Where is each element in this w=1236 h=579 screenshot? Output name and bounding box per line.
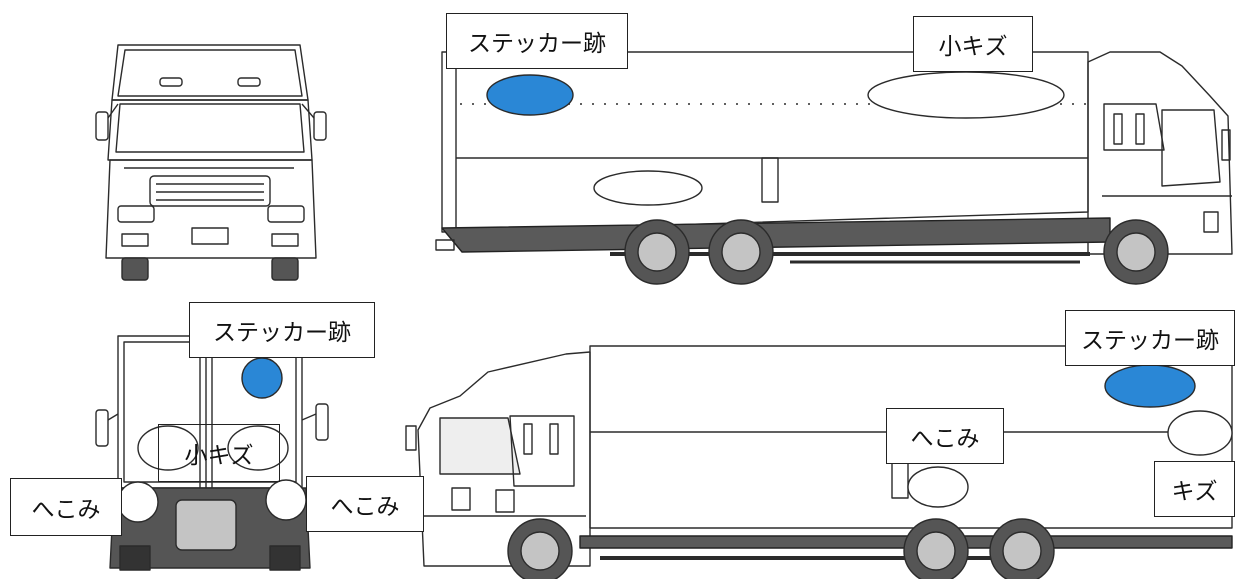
sticker-mark-rear (241, 357, 283, 399)
label-scratch-right-side: 小キズ (913, 16, 1033, 72)
label-dent-left-side: へこみ (886, 408, 1004, 464)
truck-right-side-view (435, 51, 1233, 285)
label-scratch-left-side: キズ (1154, 461, 1235, 517)
dent-mark-rear-right (265, 479, 307, 521)
dent-mark-left-side (907, 466, 969, 508)
label-sticker-rear: ステッカー跡 (189, 302, 375, 358)
label-dent-rear-left: へこみ (10, 478, 122, 536)
scratch-mark-right-lower (593, 170, 703, 206)
dent-mark-rear-left (117, 481, 159, 523)
sticker-mark-right-side (486, 74, 574, 116)
scratch-mark-left-side (1167, 410, 1233, 456)
label-sticker-left-side: ステッカー跡 (1065, 310, 1235, 366)
truck-left-side-view (405, 345, 1233, 579)
scratch-mark-rear-right (227, 425, 289, 471)
sticker-mark-left-side (1104, 364, 1196, 408)
truck-front-view (95, 44, 327, 281)
label-dent-rear-right: へこみ (306, 476, 424, 532)
scratch-mark-right-side (867, 71, 1065, 119)
scratch-mark-rear-left (137, 425, 199, 471)
label-sticker-right-side: ステッカー跡 (446, 13, 628, 69)
label-scratch-rear: 小キズ (158, 424, 280, 482)
